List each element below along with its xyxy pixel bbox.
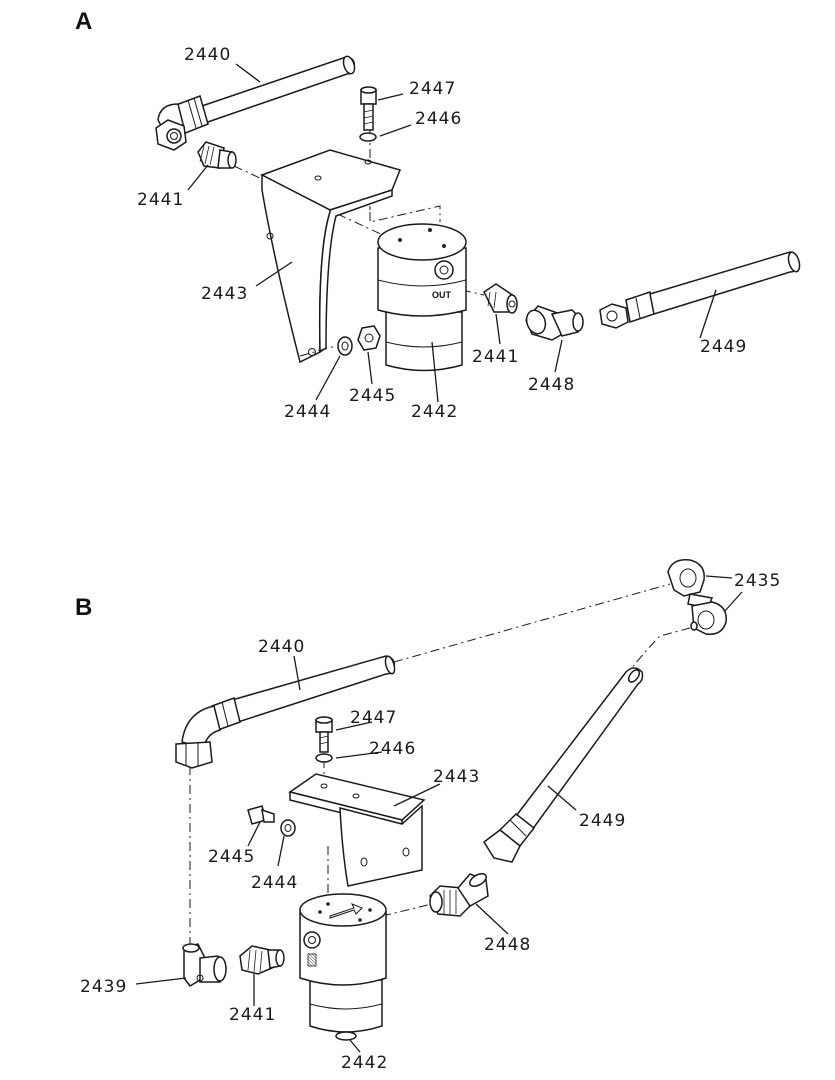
section-label-b: B (75, 594, 92, 621)
callout-2446-b: 2446 (369, 739, 416, 759)
callout-2447-a: 2447 (409, 79, 456, 99)
elbow-2439-b (182, 943, 227, 987)
centerline-b-1 (393, 583, 671, 663)
callout-2446-a: 2446 (415, 109, 462, 129)
centerline-b-6 (381, 903, 433, 917)
callout-2445-a: 2445 (349, 386, 396, 406)
callout-2440-b: 2440 (258, 637, 305, 657)
bolt-2445-b (247, 805, 275, 825)
hose-2449-a (599, 251, 801, 329)
callout-2444-b: 2444 (251, 873, 298, 893)
leaders-b (135, 575, 743, 1053)
bolt-2447-a (360, 86, 377, 131)
callout-2448-b: 2448 (484, 935, 531, 955)
callout-2448-a: 2448 (528, 375, 575, 395)
callout-2447-b: 2447 (350, 708, 397, 728)
elbow-2448-b (429, 873, 489, 917)
clamp-2435-upper (667, 559, 714, 609)
callout-2440-a: 2440 (184, 45, 231, 65)
callout-2441-a-left: 2441 (137, 190, 184, 210)
callout-2442-a: 2442 (411, 402, 458, 422)
hose-2440-b (175, 655, 396, 769)
hose-2440-a (155, 55, 356, 151)
filter-2442-a: OUT (377, 223, 467, 372)
callout-2449-a: 2449 (700, 337, 747, 357)
callout-2449-b: 2449 (579, 811, 626, 831)
callout-2435-b: 2435 (734, 571, 781, 591)
callout-2444-a: 2444 (284, 402, 331, 422)
fitting-2441-b (239, 945, 285, 975)
washer-2446-a (359, 132, 377, 142)
filter-out-stamp: OUT (432, 290, 452, 300)
callout-2441-a-right: 2441 (472, 347, 519, 367)
centerline-b-2 (629, 627, 691, 671)
clamp-2435-lower (690, 601, 727, 635)
washer-2444-a (299, 336, 353, 357)
elbow-2448-a (525, 305, 584, 341)
centerline-a-3 (369, 205, 441, 223)
fitting-2441-a-right (483, 283, 518, 314)
washer-2444-b (280, 819, 296, 837)
callout-2443-a: 2443 (201, 284, 248, 304)
hose-2449-b (482, 667, 644, 863)
callout-2443-b: 2443 (433, 767, 480, 787)
leaders-a (187, 63, 717, 403)
fitting-2441-a-left (197, 141, 237, 169)
washer-2446-b (315, 753, 333, 763)
bracket-2443-b (288, 773, 426, 887)
filter-2442-b (299, 893, 387, 1041)
callout-2442-b: 2442 (341, 1053, 388, 1073)
bolt-2447-b (315, 716, 333, 753)
nut-2445-a (357, 325, 381, 351)
callout-2445-b: 2445 (208, 847, 255, 867)
section-label-a: A (75, 8, 92, 35)
bracket-2443-a (260, 149, 402, 364)
callout-2441-b: 2441 (229, 1005, 276, 1025)
callout-2439-b: 2439 (80, 977, 127, 997)
